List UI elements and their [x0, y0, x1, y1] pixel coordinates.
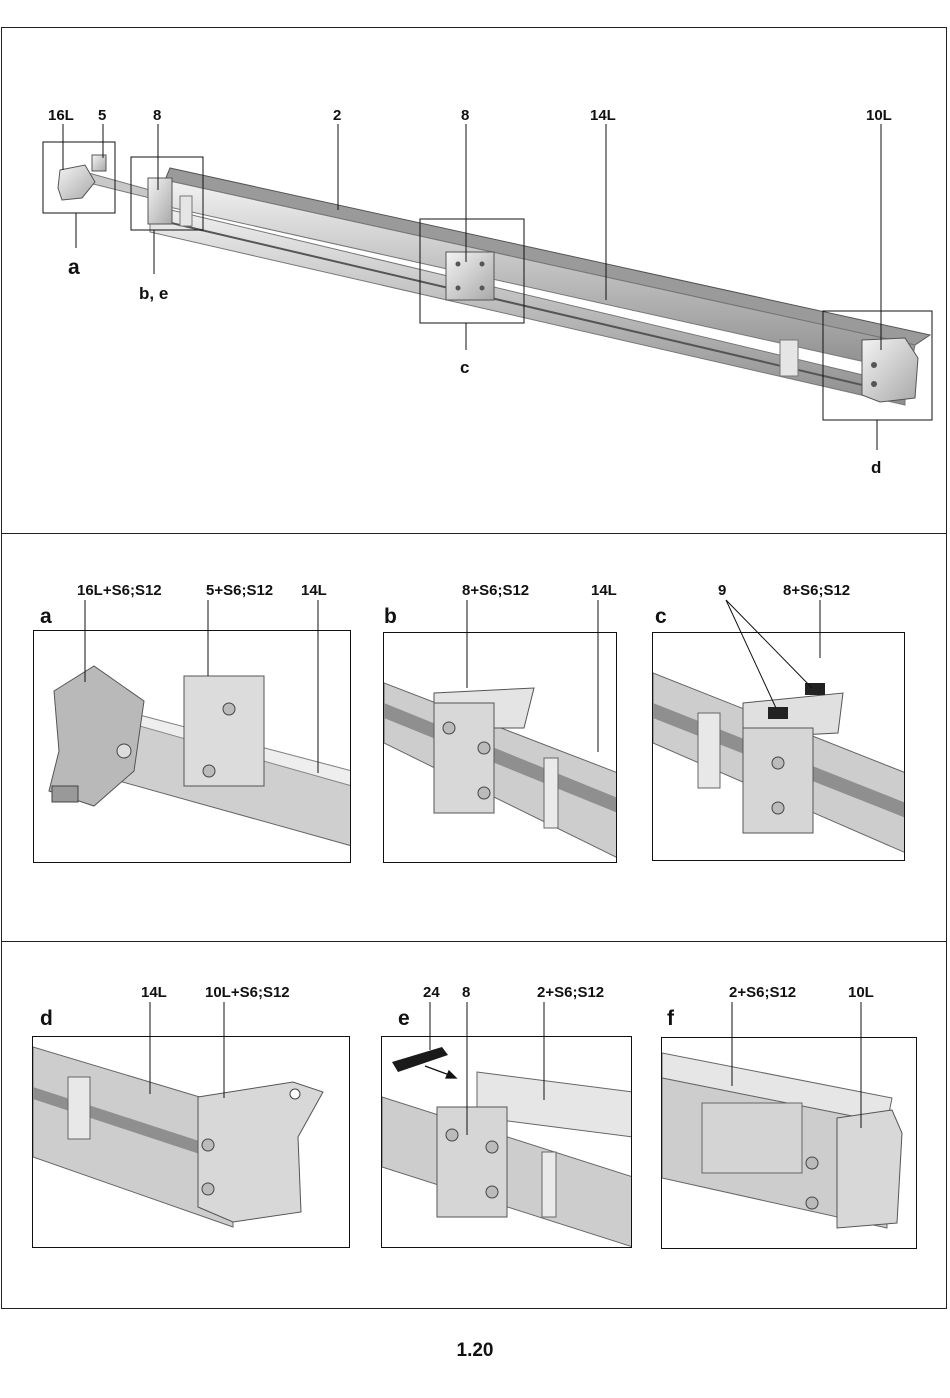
- overview-label-10l: 10L: [866, 107, 892, 124]
- detail-a-label-5: 5+S6;S12: [206, 582, 273, 599]
- detail-e-label-2: 2+S6;S12: [537, 984, 604, 1001]
- detail-d-label-14l: 14L: [141, 984, 167, 1001]
- overview-letter-a: a: [68, 256, 80, 280]
- overview-label-5: 5: [98, 107, 106, 124]
- detail-d-letter: d: [40, 1007, 53, 1031]
- page-number: 1.20: [0, 1340, 950, 1362]
- detail-f-label-10l: 10L: [848, 984, 874, 1001]
- detail-a-label-16l: 16L+S6;S12: [77, 582, 162, 599]
- detail-f-illustration: [661, 1037, 917, 1249]
- detail-a-label-14l: 14L: [301, 582, 327, 599]
- detail-d-label-10l: 10L+S6;S12: [205, 984, 290, 1001]
- overview-letter-b-e: b, e: [139, 284, 168, 304]
- overview-label-8-left: 8: [153, 107, 161, 124]
- overview-label-8-mid: 8: [461, 107, 469, 124]
- detail-f-letter: f: [667, 1007, 674, 1031]
- detail-e-label-8: 8: [462, 984, 470, 1001]
- detail-b-illustration: [383, 632, 617, 863]
- detail-d-illustration: [32, 1036, 350, 1248]
- overview-letter-d: d: [871, 458, 881, 478]
- detail-b-label-14l: 14L: [591, 582, 617, 599]
- detail-c-illustration: [652, 632, 905, 861]
- detail-c-label-9: 9: [718, 582, 726, 599]
- overview-panel: [1, 27, 947, 534]
- detail-a-letter: a: [40, 605, 52, 629]
- overview-letter-c: c: [460, 358, 469, 378]
- detail-c-letter: c: [655, 605, 667, 629]
- detail-b-letter: b: [384, 605, 397, 629]
- overview-label-2: 2: [333, 107, 341, 124]
- detail-e-letter: e: [398, 1007, 410, 1031]
- detail-e-illustration: [381, 1036, 632, 1248]
- overview-label-14l: 14L: [590, 107, 616, 124]
- detail-e-label-24: 24: [423, 984, 440, 1001]
- detail-f-label-2: 2+S6;S12: [729, 984, 796, 1001]
- detail-c-label-8: 8+S6;S12: [783, 582, 850, 599]
- overview-label-16l: 16L: [48, 107, 74, 124]
- detail-a-illustration: [33, 630, 351, 863]
- detail-b-label-8: 8+S6;S12: [462, 582, 529, 599]
